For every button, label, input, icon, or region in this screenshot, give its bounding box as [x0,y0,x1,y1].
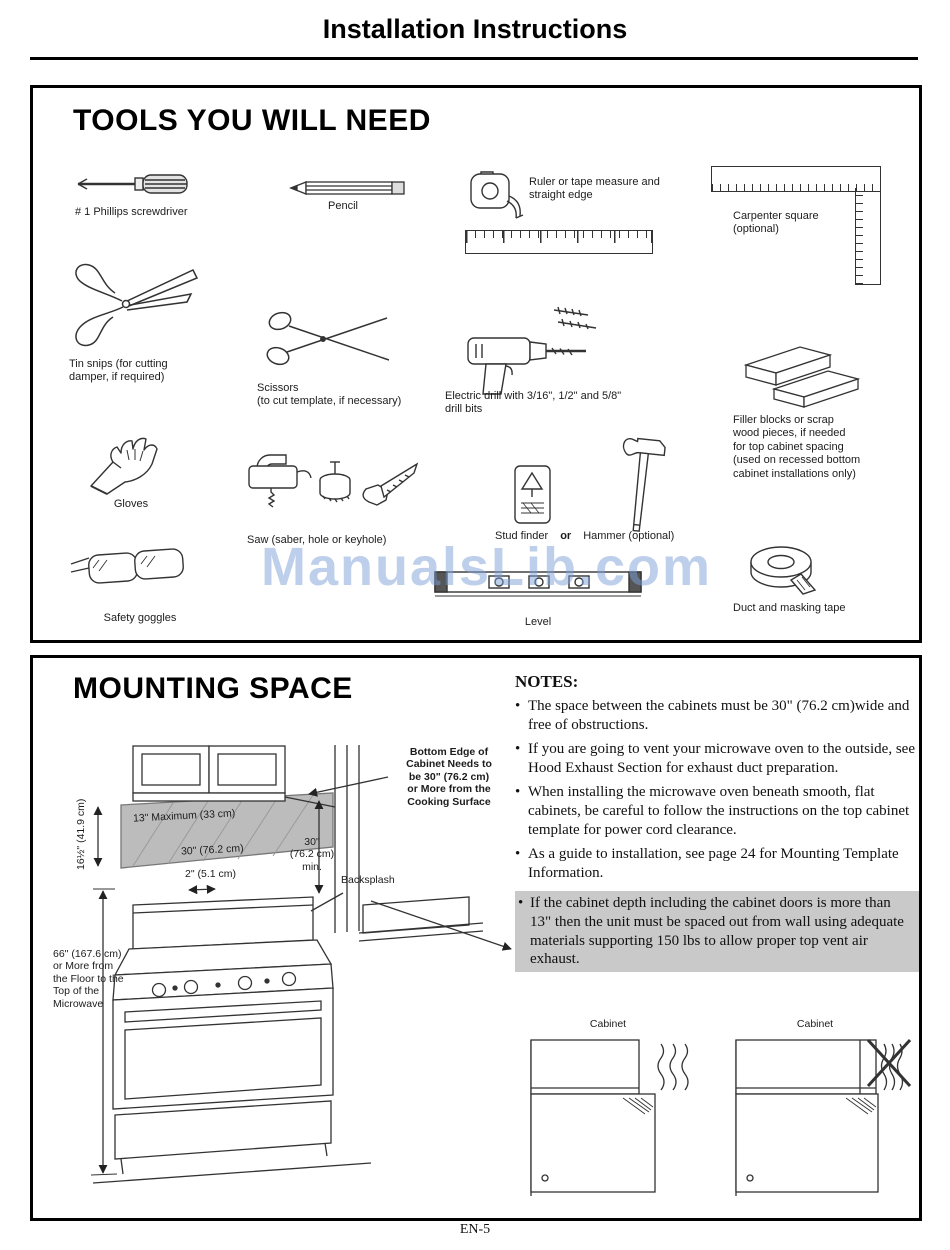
screwdriver-label: # 1 Phillips screwdriver [75,206,188,218]
notes-column: NOTES: The space between the cabinets mu… [515,672,919,978]
note-item: As a guide to installation, see page 24 … [515,845,919,882]
note-item-highlighted: If the cabinet depth including the cabin… [515,891,919,972]
cabinet-label-right: Cabinet [796,1018,834,1030]
safety-goggles-label: Safety goggles [103,612,177,624]
duct-tape-icon [750,546,817,595]
bottom-edge-label: Bottom Edge of Cabinet Needs to be 30" (… [406,746,492,808]
gloves-label: Gloves [113,498,149,510]
notes-title: NOTES: [515,672,579,691]
cabinet-label-left: Cabinet [589,1018,627,1030]
scissors-label: Scissors (to cut template, if necessary) [257,382,402,408]
pencil-icon [289,181,405,195]
hammer-icon [622,437,666,532]
pencil-label: Pencil [328,200,358,212]
duct-tape-label: Duct and masking tape [733,602,846,614]
drill-icon [467,306,597,395]
hammer-label: Hammer (optional) [583,530,675,542]
level-icon [434,571,642,597]
min-30-label: 30" (76.2 cm) min. [289,836,335,873]
saw-icon [248,454,419,508]
or-label: or [560,530,572,542]
carpenter-square-icon [711,166,881,286]
notes-list: The space between the cabinets must be 3… [515,697,919,972]
mounting-section: MOUNTING SPACE [30,655,922,1221]
stud-finder-label: Stud finder [495,530,549,542]
tin-snips-label: Tin snips (for cutting damper, if requir… [69,358,168,384]
tape-measure-icon [470,171,524,219]
mounting-space-diagram [90,745,512,1184]
cabinet-ok-diagram [530,1039,689,1196]
note-item: The space between the cabinets must be 3… [515,697,919,734]
height-16-label: 16½" (41.9 cm) [75,798,87,870]
gloves-icon [90,437,158,495]
straight-edge-icon [465,230,653,254]
filler-blocks-icon [743,346,861,408]
stud-finder-icon [514,465,551,524]
scissors-icon [266,311,390,366]
stud-hammer-label-row: Stud finder or Hammer (optional) [495,530,745,542]
screwdriver-icon [77,174,188,194]
safety-goggles-icon [70,548,184,584]
drill-label: Electric drill with 3/16", 1/2" and 5/8"… [445,390,622,416]
watermark: ManualsLib.com [261,537,713,597]
saw-label: Saw (saber, hole or keyhole) [247,534,387,546]
ruler-tape-label: Ruler or tape measure and straight edge [529,176,660,202]
gap-2-label: 2" (5.1 cm) [185,868,236,880]
tools-section-title: TOOLS YOU WILL NEED [73,104,431,137]
note-item: When installing the microwave oven benea… [515,783,919,839]
filler-blocks-label: Filler blocks or scrap wood pieces, if n… [733,414,861,480]
height-66-label: 66" (167.6 cm) or More from the Floor to… [53,948,124,1010]
page-title: Installation Instructions [322,14,628,44]
tin-snips-icon [75,263,199,347]
page-number: EN-5 [459,1222,491,1237]
carpenter-square-label: Carpenter square (optional) [733,210,819,236]
note-item: If you are going to vent your microwave … [515,740,919,777]
title-rule [30,57,918,60]
cabinet-wrong-diagram [735,1038,911,1196]
level-label: Level [524,616,552,628]
tools-section: TOOLS YOU WILL NEED ManualsLib.com # 1 P… [30,85,922,643]
mounting-section-title: MOUNTING SPACE [73,672,353,705]
backsplash-label: Backsplash [341,874,395,886]
